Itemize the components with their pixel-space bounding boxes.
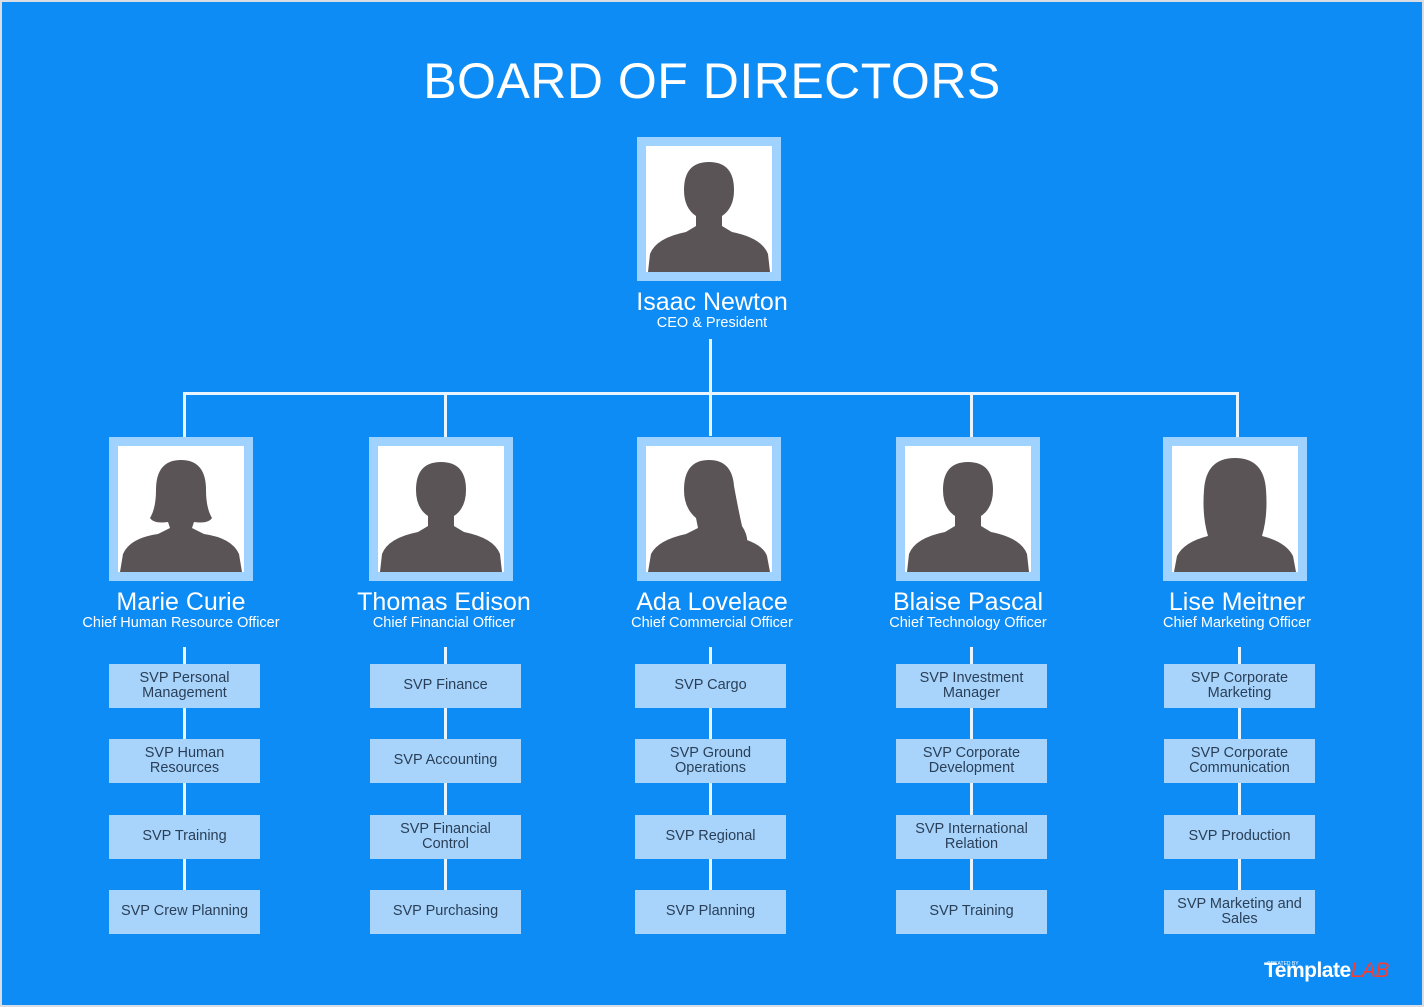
- director-drop: [183, 392, 186, 437]
- templatelab-logo: TemplateLAB: [1264, 959, 1389, 983]
- svp-box: SVP Investment Manager: [896, 664, 1047, 708]
- director-name: Blaise Pascal: [892, 588, 1044, 616]
- director-role: Chief Human Resource Officer: [82, 615, 280, 631]
- ceo-name: Isaac Newton: [636, 288, 788, 316]
- svp-box: SVP Production: [1164, 815, 1315, 859]
- ceo-connector: [709, 339, 712, 436]
- director-photo: [369, 437, 513, 581]
- director-name: Marie Curie: [116, 588, 246, 616]
- svp-box: SVP Planning: [635, 890, 786, 934]
- svp-box: SVP Personal Management: [109, 664, 260, 708]
- svp-box: SVP Marketing and Sales: [1164, 890, 1315, 934]
- male-silhouette-icon: [648, 162, 770, 272]
- chart-title: BOARD OF DIRECTORS: [423, 53, 1001, 109]
- director-role: Chief Commercial Officer: [631, 615, 793, 631]
- svp-box: SVP Ground Operations: [635, 739, 786, 783]
- svp-box: SVP Corporate Development: [896, 739, 1047, 783]
- director-photo: [109, 437, 253, 581]
- male-silhouette-icon: [380, 462, 502, 572]
- director-role: Chief Financial Officer: [372, 615, 516, 631]
- svp-box: SVP Cargo: [635, 664, 786, 708]
- female-ponytail-silhouette-icon: [648, 460, 770, 572]
- director-photo: [1163, 437, 1307, 581]
- svp-box: SVP Corporate Communication: [1164, 739, 1315, 783]
- director-drop: [1236, 392, 1239, 437]
- svp-box: SVP Finance: [370, 664, 521, 708]
- svp-box: SVP Training: [896, 890, 1047, 934]
- male-silhouette-icon: [907, 462, 1029, 572]
- ceo-photo: [637, 137, 781, 281]
- director-drop: [444, 392, 447, 437]
- logo-brand: Template: [1264, 959, 1351, 982]
- logo-suffix: LAB: [1350, 959, 1390, 982]
- director-name: Lise Meitner: [1168, 588, 1306, 616]
- director-name: Ada Lovelace: [636, 588, 788, 616]
- svp-box: SVP Accounting: [370, 739, 521, 783]
- svp-box: SVP Corporate Marketing: [1164, 664, 1315, 708]
- director-drop: [970, 392, 973, 437]
- svp-box: SVP Financial Control: [370, 815, 521, 859]
- director-role: Chief Marketing Officer: [1162, 615, 1311, 631]
- svp-box: SVP Regional: [635, 815, 786, 859]
- svp-box: SVP International Relation: [896, 815, 1047, 859]
- director-name: Thomas Edison: [357, 588, 531, 616]
- female-long-hair-silhouette-icon: [1174, 458, 1296, 572]
- director-bus: [183, 392, 1238, 395]
- director-role: Chief Technology Officer: [889, 615, 1047, 631]
- svp-box: SVP Purchasing: [370, 890, 521, 934]
- svp-box: SVP Human Resources: [109, 739, 260, 783]
- ceo-role: CEO & President: [656, 315, 768, 331]
- director-photo: [637, 437, 781, 581]
- female-silhouette-icon: [120, 460, 242, 572]
- logo-caption: CREATED BY: [1267, 961, 1299, 967]
- svp-box: SVP Training: [109, 815, 260, 859]
- svp-box: SVP Crew Planning: [109, 890, 260, 934]
- director-photo: [896, 437, 1040, 581]
